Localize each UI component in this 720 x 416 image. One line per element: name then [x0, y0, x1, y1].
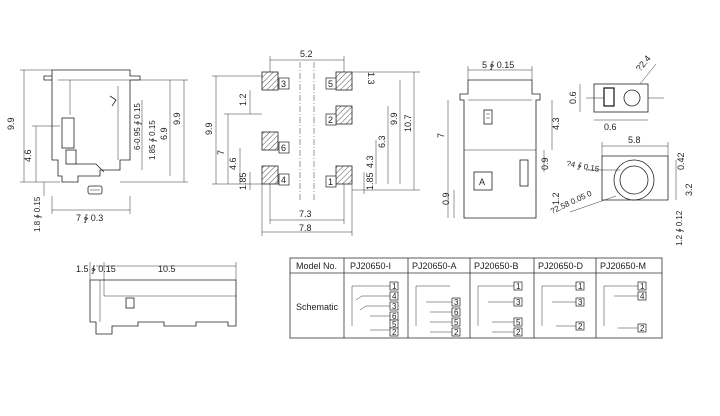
top-detail-dia-dim: ?2.4	[634, 53, 653, 73]
sch-a-pin-2: 2	[454, 328, 459, 337]
pcb-pitch-top-dim: 1.2	[238, 93, 248, 106]
front-mid-dim: 4.6	[23, 149, 33, 162]
pcb-pin-4: 4	[281, 175, 286, 185]
pcb-left-foot-dim: 1.85	[238, 172, 248, 190]
sch-a-pin-6: 6	[454, 308, 459, 317]
table-model-1: PJ20650-I	[350, 261, 391, 271]
sch-m-pin-4: 4	[640, 292, 645, 301]
bottom-view: 1.5 ∲ 0.15 10.5	[76, 262, 237, 335]
sch-i-pin-6: 6	[392, 312, 397, 321]
side-marker: A	[479, 177, 485, 187]
pcb-left-total-dim: 9.9	[204, 122, 214, 135]
pcb-bottom-inner-dim: 7.3	[299, 209, 312, 219]
table-model-2: PJ20650-A	[412, 261, 457, 271]
sch-d-pin-2: 2	[578, 322, 583, 331]
sch-i-pin-5: 5	[392, 320, 397, 329]
pcb-right-top-dim: 1.3	[366, 72, 376, 85]
sch-a-pin-5: 5	[454, 318, 459, 327]
front-barrel-inner-dim: 1.85 ∲ 0.15	[148, 120, 157, 160]
pcb-layout-view: 3 5 2 6 4 1 5.2 9.9 7 4.6 1.85 1.2 1.3	[204, 49, 420, 236]
top-detail-left-dim: 0.6	[568, 91, 578, 104]
round-bottom-dim: 1.2 ∲ 0.12	[675, 210, 684, 246]
round-detail-view: 5.8 0.42 ?4 ∲ 0.15 ?2.58 0.05 0 3.2 1.2 …	[549, 135, 694, 246]
front-ctr-height-dim: 6.9	[159, 127, 169, 140]
pcb-pin-2: 2	[328, 115, 333, 125]
round-width-dim: 5.8	[628, 135, 641, 145]
sch-b-pin-3: 3	[516, 298, 521, 307]
schematic-pj20650-a: 3 6 5 2	[415, 285, 461, 337]
schematic-pj20650-d: 1 3 2	[541, 281, 585, 331]
pcb-left-low-dim: 4.6	[228, 157, 238, 170]
front-right-height-dim: 9.9	[172, 112, 182, 125]
sch-d-pin-1: 1	[578, 282, 583, 291]
table-row-label: Schematic	[296, 302, 339, 312]
front-view: 9.9 4.6 1.8 ∲ 0.15 7 ∲ 0.3 6-0.95 ∲ 0.15…	[6, 69, 188, 232]
sch-m-pin-1: 1	[640, 282, 645, 291]
front-foot-dim: 1.8 ∲ 0.15	[33, 196, 42, 232]
pcb-right-a-dim: 6.3	[377, 135, 387, 148]
schematic-pj20650-i: 1 4 3 6 5 2	[351, 281, 399, 337]
sch-i-pin-1: 1	[392, 282, 397, 291]
front-height-dim: 9.9	[6, 117, 16, 130]
pcb-pin-6: 6	[281, 143, 286, 153]
bottom-length-dim: 10.5	[158, 264, 176, 274]
sch-i-pin-2: 2	[392, 328, 397, 337]
side-width-dim: 5 ∲ 0.15	[482, 60, 514, 70]
top-detail-view: ?2.4 0.6 0.6	[568, 53, 664, 132]
sch-i-pin-4: 4	[392, 292, 397, 301]
sch-b-pin-5: 5	[516, 318, 521, 327]
sch-m-pin-2: 2	[640, 324, 645, 333]
sch-b-pin-2: 2	[516, 328, 521, 337]
sch-d-pin-3: 3	[578, 298, 583, 307]
schematic-pj20650-m: 1 4 2	[603, 281, 647, 333]
round-right-a-dim: 0.42	[676, 152, 686, 170]
front-barrel-dim: 6-0.95 ∲ 0.15	[133, 103, 142, 150]
pcb-right-mid-dim: 9.9	[389, 112, 399, 125]
top-detail-bottom-dim: 0.6	[604, 122, 617, 132]
side-right-c-dim: 1.2	[551, 192, 561, 205]
pcb-bottom-outer-dim: 7.8	[299, 223, 312, 233]
bottom-left-dim: 1.5 ∲ 0.15	[76, 264, 116, 274]
pcb-left-mid-dim: 7	[216, 150, 226, 155]
round-hole-dim: ?4 ∲ 0.15	[566, 159, 601, 174]
side-bottom-left-dim: 0.9	[441, 192, 451, 205]
model-table: Model No. PJ20650-I PJ20650-A PJ20650-B …	[289, 257, 663, 339]
table-model-4: PJ20650-D	[538, 261, 584, 271]
side-right-b-dim: 0.9	[540, 157, 550, 170]
pcb-right-foot-dim: 1.85	[365, 172, 375, 190]
sch-a-pin-3: 3	[454, 298, 459, 307]
sch-b-pin-1: 1	[516, 282, 521, 291]
table-model-3: PJ20650-B	[474, 261, 519, 271]
schematic-pj20650-b: 1 3 5 2	[477, 281, 523, 337]
pcb-pin-1: 1	[328, 177, 333, 187]
pcb-top-span-dim: 5.2	[300, 49, 313, 59]
side-height-dim: 7	[436, 133, 446, 138]
side-view: A 5 ∲ 0.15 7 0.9 4.3 0.9 1.2	[436, 60, 561, 219]
pcb-pin-3: 3	[281, 79, 286, 89]
table-header-label: Model No.	[296, 261, 337, 271]
front-width-dim: 7 ∲ 0.3	[76, 213, 103, 223]
round-right-b-dim: 3.2	[684, 183, 694, 196]
pcb-right-total-dim: 10.7	[403, 114, 413, 132]
table-model-5: PJ20650-M	[600, 261, 646, 271]
sch-i-pin-3: 3	[392, 302, 397, 311]
side-right-a-dim: 4.3	[551, 117, 561, 130]
pcb-right-b-dim: 4.3	[365, 155, 375, 168]
pcb-pin-5: 5	[328, 79, 333, 89]
